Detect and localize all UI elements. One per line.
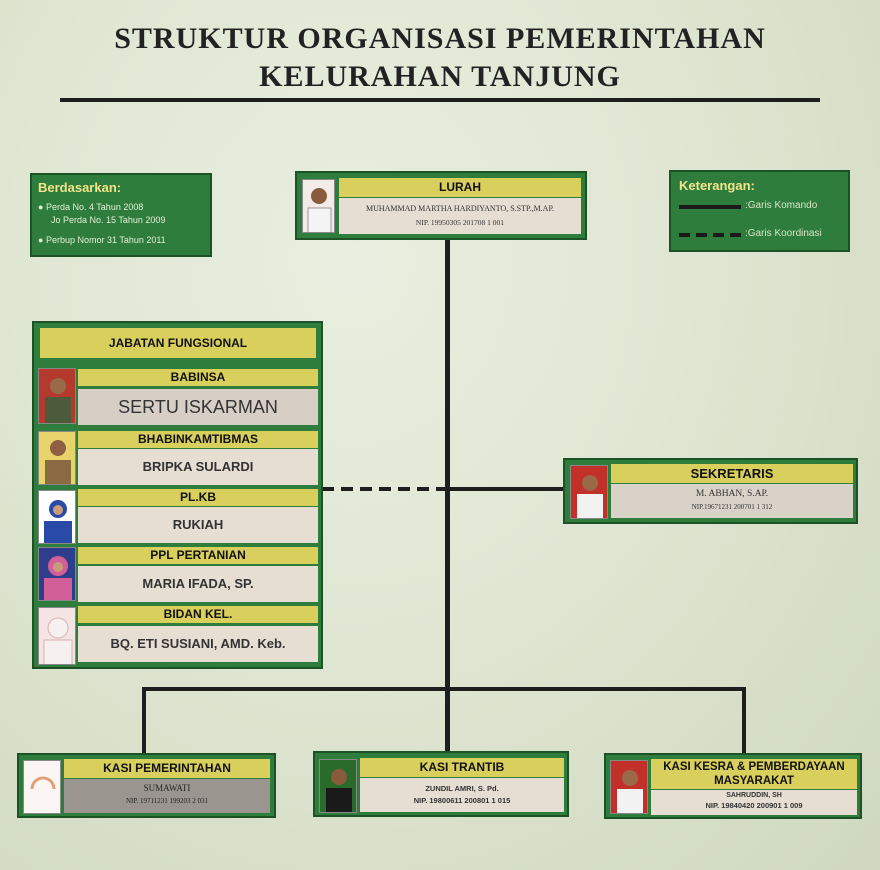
- command-line-horizontal: [142, 687, 746, 691]
- lurah-name: MUHAMMAD MARTHA HARDIYANTO, S.STP.,M.AP.: [365, 204, 555, 213]
- sekretaris-name-panel: M. ABHAN, S.AP. NIP.19671231 200701 1 31…: [611, 484, 853, 518]
- bullet-icon: ●: [38, 235, 46, 245]
- kasi-role: KASI KESRA & PEMBERDAYAAN MASYARAKAT: [651, 759, 857, 789]
- member-role: BIDAN KEL.: [78, 606, 318, 623]
- sekretaris-name: M. ABHAN, S.AP.: [695, 489, 769, 499]
- command-line-main: [445, 238, 450, 690]
- member-photo: [38, 490, 76, 544]
- kasi-kesra-box: KASI KESRA & PEMBERDAYAAN MASYARAKAT SAH…: [604, 753, 862, 819]
- kasi-name: SUMAWATI: [143, 783, 191, 793]
- lurah-photo: [302, 179, 335, 233]
- member-photo: [38, 368, 76, 424]
- kasi-photo: [23, 760, 61, 814]
- member-role: PPL PERTANIAN: [78, 547, 318, 564]
- kasi-role: KASI TRANTIB: [360, 758, 564, 777]
- fungsional-heading: JABATAN FUNGSIONAL: [40, 328, 316, 358]
- member-name: MARIA IFADA, SP.: [78, 566, 318, 602]
- legend-solid-label: :Garis Komando: [745, 200, 818, 211]
- title-underline: [60, 98, 820, 102]
- person-icon: [571, 466, 607, 518]
- kasi-nip: NIP. 19840420 200901 1 009: [705, 801, 803, 810]
- command-line-kasi-1: [142, 687, 146, 755]
- member-name: SERTU ISKARMAN: [78, 389, 318, 425]
- sekretaris-photo: [570, 465, 608, 519]
- basis-heading: Berdasarkan:: [38, 180, 122, 195]
- member-name: BRIPKA SULARDI: [78, 449, 318, 485]
- sekretaris-box: SEKRETARIS M. ABHAN, S.AP. NIP.19671231 …: [563, 458, 858, 524]
- member-name: BQ. ETI SUSIANI, AMD. Keb.: [78, 626, 318, 662]
- person-icon: [39, 548, 75, 600]
- basis-item: ● Perbup Nomor 31 Tahun 2011: [38, 235, 166, 245]
- member-name: RUKIAH: [78, 507, 318, 543]
- person-icon: [611, 761, 647, 813]
- command-line-kasi-2: [445, 687, 450, 753]
- kasi-role: KASI PEMERINTAHAN: [64, 759, 270, 778]
- member-photo: [38, 547, 76, 601]
- person-icon: [320, 760, 356, 812]
- chart-title-line1: STRUKTUR ORGANISASI PEMERINTAHAN: [114, 22, 766, 55]
- member-photo: [38, 607, 76, 665]
- kasi-nip: NIP. 19800611 200801 1 015: [413, 796, 511, 805]
- kasi-name: ZUNDIL AMRI, S. Pd.: [425, 784, 499, 793]
- person-icon: [39, 432, 75, 484]
- person-icon: [39, 369, 75, 423]
- lurah-name-panel: MUHAMMAD MARTHA HARDIYANTO, S.STP.,M.AP.…: [339, 198, 581, 234]
- kasi-nip: NIP. 19711231 199203 2 031: [126, 797, 208, 805]
- person-icon: [39, 491, 75, 543]
- kasi-name-panel: SAHRUDDIN, SH NIP. 19840420 200901 1 009: [651, 790, 857, 815]
- kasi-photo: [610, 760, 648, 814]
- person-icon: [39, 608, 75, 664]
- member-photo: [38, 431, 76, 485]
- person-icon: [307, 188, 332, 232]
- basis-item: Jo Perda No. 15 Tahun 2009: [51, 215, 166, 225]
- chart-title-line2: KELURAHAN TANJUNG: [259, 60, 621, 93]
- member-role: BHABINKAMTIBMAS: [78, 431, 318, 448]
- sekretaris-nip: NIP.19671231 200701 1 312: [691, 503, 773, 511]
- basis-item: ● Perda No. 4 Tahun 2008: [38, 202, 144, 212]
- bullet-icon: ●: [38, 202, 46, 212]
- kasi-name: SAHRUDDIN, SH: [726, 792, 782, 799]
- lurah-nip: NIP. 19950305 201708 1 001: [415, 218, 505, 227]
- fungsional-box: JABATAN FUNGSIONAL BABINSA SERTU ISKARMA…: [32, 321, 323, 669]
- sekretaris-role: SEKRETARIS: [611, 464, 853, 483]
- legend-heading: Keterangan:: [679, 178, 755, 193]
- kasi-pemerintahan-box: KASI PEMERINTAHAN SUMAWATI NIP. 19711231…: [17, 753, 276, 818]
- legend-dashed-line: [679, 233, 741, 237]
- kasi-name-panel: SUMAWATI NIP. 19711231 199203 2 031: [64, 779, 270, 813]
- kasi-name-panel: ZUNDIL AMRI, S. Pd. NIP. 19800611 200801…: [360, 778, 564, 812]
- legend-dashed-label: :Garis Koordinasi: [745, 228, 822, 239]
- lurah-box: LURAH MUHAMMAD MARTHA HARDIYANTO, S.STP.…: [295, 171, 587, 240]
- legend-solid-line: [679, 205, 741, 209]
- legend-box: Keterangan: :Garis Komando :Garis Koordi…: [669, 170, 850, 252]
- basis-box: Berdasarkan: ● Perda No. 4 Tahun 2008 Jo…: [30, 173, 212, 257]
- lurah-role: LURAH: [339, 178, 581, 197]
- command-line-sekretaris: [447, 487, 565, 491]
- kasi-photo: [319, 759, 357, 813]
- kasi-trantib-box: KASI TRANTIB ZUNDIL AMRI, S. Pd. NIP. 19…: [313, 751, 569, 817]
- coordination-line: [322, 487, 446, 491]
- member-role: BABINSA: [78, 369, 318, 386]
- member-role: PL.KB: [78, 489, 318, 506]
- person-icon: [24, 761, 60, 813]
- command-line-kasi-3: [742, 687, 746, 753]
